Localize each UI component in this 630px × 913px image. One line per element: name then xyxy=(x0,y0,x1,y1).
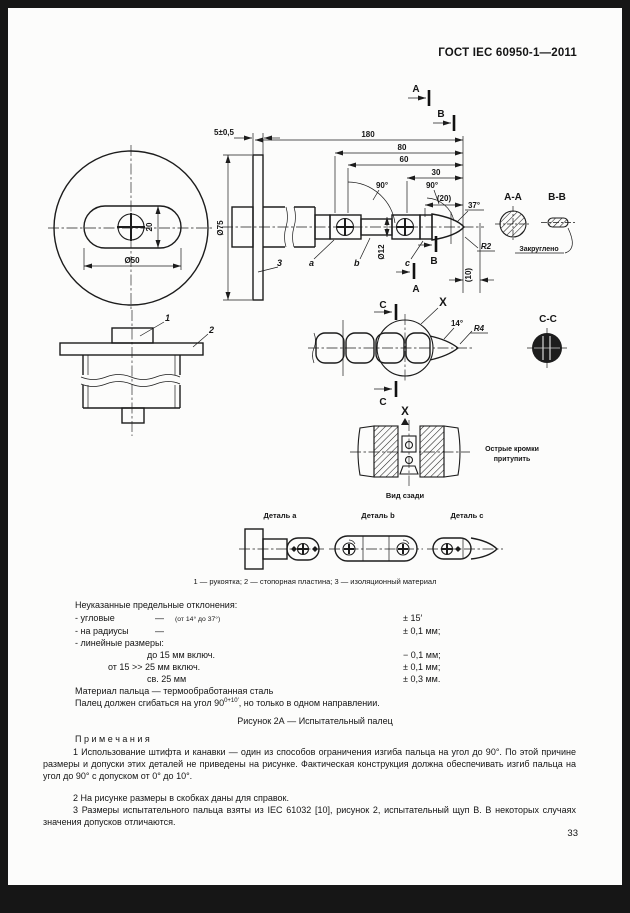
part-label-1: 1 xyxy=(165,313,170,323)
tolerance-radius-dash: — xyxy=(155,626,164,636)
detail-b-drawing xyxy=(329,535,423,562)
angle-37: 37° xyxy=(468,201,480,210)
part-label-c: c xyxy=(405,258,410,268)
dim-diam75: Ø75 xyxy=(216,220,225,236)
detail-c-caption: Деталь c xyxy=(451,511,484,520)
radius-r2: R2 xyxy=(481,242,492,251)
tolerance-radius-label: - на радиусы xyxy=(75,626,129,636)
tolerance-angular-label: - угловые xyxy=(75,613,115,623)
section-aa-label: A-A xyxy=(504,192,522,203)
angle-90-2: 90° xyxy=(426,181,438,190)
bend-note: Палец должен сгибаться на угол 900+10′, … xyxy=(75,698,380,708)
dim-20-ref: (20) xyxy=(437,194,452,203)
section-aa: A-A xyxy=(495,192,531,242)
rounded-note: Закруглено xyxy=(519,246,558,253)
material-note: Материал пальца — термообработанная стал… xyxy=(75,686,274,696)
handle-assembly: 1 2 xyxy=(59,310,214,436)
detail-b-caption: Деталь b xyxy=(361,511,395,520)
detail-x-view: C C X X 14° R4 xyxy=(308,297,488,425)
section-cc: C-C xyxy=(527,314,567,368)
rear-view-caption: Вид сзади xyxy=(386,491,425,500)
tolerance-15to25-value: ± 0,1 мм; xyxy=(403,662,441,672)
sharp-edges-note-line2: притупить xyxy=(494,456,531,463)
part-details: Деталь a Деталь b Деталь c xyxy=(239,511,503,570)
section-bb-label: B-B xyxy=(548,192,566,203)
dim-diam12: Ø12 xyxy=(377,244,386,260)
tolerance-radius-value: ± 0,1 мм; xyxy=(403,626,441,636)
standard-header: ГОСТ IEC 60950-1—2011 xyxy=(438,47,577,59)
tolerance-upto15-value: − 0,1 мм; xyxy=(403,650,441,660)
detail-a-caption: Деталь a xyxy=(264,511,298,520)
tolerance-angular-range: (от 14° до 37°) xyxy=(175,616,221,623)
figure-caption: Рисунок 2А — Испытательный палец xyxy=(237,716,393,726)
sharp-edges-note-line1: Острые кромки xyxy=(485,446,539,453)
tolerance-15to25-label: от 15 >> 25 мм включ. xyxy=(108,662,201,672)
test-finger-drawing: 20 Ø50 xyxy=(48,84,575,570)
dim-80: 80 xyxy=(398,143,407,152)
tolerance-title: Неуказанные предельные отклонения: xyxy=(75,600,238,610)
dim-diam50: Ø50 xyxy=(124,256,140,265)
section-mark-a-top: A xyxy=(412,84,419,95)
tolerance-over25-label: св. 25 мм xyxy=(147,674,187,684)
finger-side-view: 3 a b c 5±0,5 180 80 60 30 Ø75 xyxy=(214,84,495,301)
tolerance-upto15-label: до 15 мм включ. xyxy=(147,650,215,660)
part-label-b: b xyxy=(354,258,360,268)
radius-r4: R4 xyxy=(474,324,485,333)
front-view: 20 Ø50 xyxy=(48,145,214,311)
note-1: 1 Использование штифта и канавки — один … xyxy=(43,747,576,781)
dim-20: 20 xyxy=(145,222,154,231)
detail-c-drawing xyxy=(427,537,503,560)
document-page: ГОСТ IEC 60950-1—2011 20 Ø50 xyxy=(8,8,622,885)
section-mark-a-tip: A xyxy=(412,284,419,295)
angle-90-1: 90° xyxy=(376,181,388,190)
detail-x-label-bottom: X xyxy=(401,406,409,418)
part-label-a: a xyxy=(309,258,314,268)
section-bb: B-B Закруглено xyxy=(515,192,575,254)
notes-title: П р и м е ч а н и я xyxy=(75,734,150,744)
tolerance-linear-label: - линейные размеры: xyxy=(75,638,164,648)
dim-30: 30 xyxy=(432,168,441,177)
rear-view: Острые кромки притупить Вид сзади xyxy=(350,420,539,500)
section-mark-b-top: B xyxy=(437,109,444,120)
part-label-3: 3 xyxy=(277,258,282,268)
detail-a-drawing xyxy=(239,528,326,570)
note-2: 2 На рисунке размеры в скобках даны для … xyxy=(73,793,289,803)
note-3: 3 Размеры испытательного пальца взяты из… xyxy=(43,805,576,827)
part-label-2: 2 xyxy=(208,325,214,335)
section-cc-label: C-C xyxy=(539,314,557,325)
page-number: 33 xyxy=(567,828,578,839)
angle-14: 14° xyxy=(451,319,463,328)
section-mark-c-bottom: C xyxy=(379,397,386,408)
dim-10-ref: (10) xyxy=(464,268,473,283)
section-mark-b-tip: B xyxy=(430,256,437,267)
dim-5: 5±0,5 xyxy=(214,128,235,137)
drawing-legend: 1 — рукоятка; 2 — стопорная пластина; 3 … xyxy=(193,577,437,586)
tolerance-over25-value: ± 0,3 мм. xyxy=(403,674,441,684)
tolerance-angular-dash: — xyxy=(155,613,164,623)
detail-x-label-top: X xyxy=(439,297,447,309)
tolerance-angular-value: ± 15′ xyxy=(403,613,423,623)
dim-60: 60 xyxy=(400,155,409,164)
dim-180: 180 xyxy=(361,130,375,139)
section-mark-c-top: C xyxy=(379,300,386,311)
